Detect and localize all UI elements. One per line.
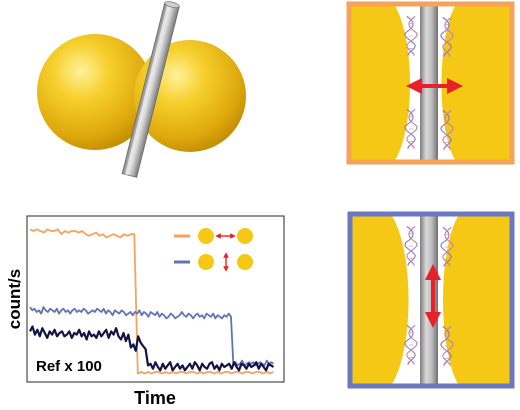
panel-frame xyxy=(347,211,515,389)
series-layer xyxy=(29,228,275,375)
series-trace-3 xyxy=(29,325,275,372)
y-axis-label: count/s xyxy=(5,269,24,329)
panel-horizontal-mode xyxy=(345,1,515,165)
series-trace-1 xyxy=(29,228,274,375)
center-rod xyxy=(420,216,438,384)
plot-area-frame xyxy=(26,215,285,383)
reference-label: Ref x 100 xyxy=(36,358,102,375)
dna-strand xyxy=(404,225,418,267)
gold-lens-left xyxy=(347,6,410,160)
gold-sphere-left xyxy=(37,34,153,150)
time-trace-chart: Ref x 100 count/s Time xyxy=(5,215,285,408)
legend-sphere xyxy=(237,228,253,244)
series-trace-2 xyxy=(29,306,275,367)
dimer-illustration xyxy=(37,1,246,178)
legend-sphere xyxy=(198,254,214,270)
gold-lens-right xyxy=(443,216,510,384)
panel-vertical-mode xyxy=(347,211,515,389)
legend xyxy=(174,228,253,272)
legend-sphere xyxy=(237,254,253,270)
gold-lens-left xyxy=(351,216,409,384)
legend-sphere xyxy=(198,228,214,244)
nanorod xyxy=(121,1,180,178)
x-axis-label: Time xyxy=(134,388,176,408)
center-rod xyxy=(420,6,438,160)
panel-frame xyxy=(346,1,515,165)
